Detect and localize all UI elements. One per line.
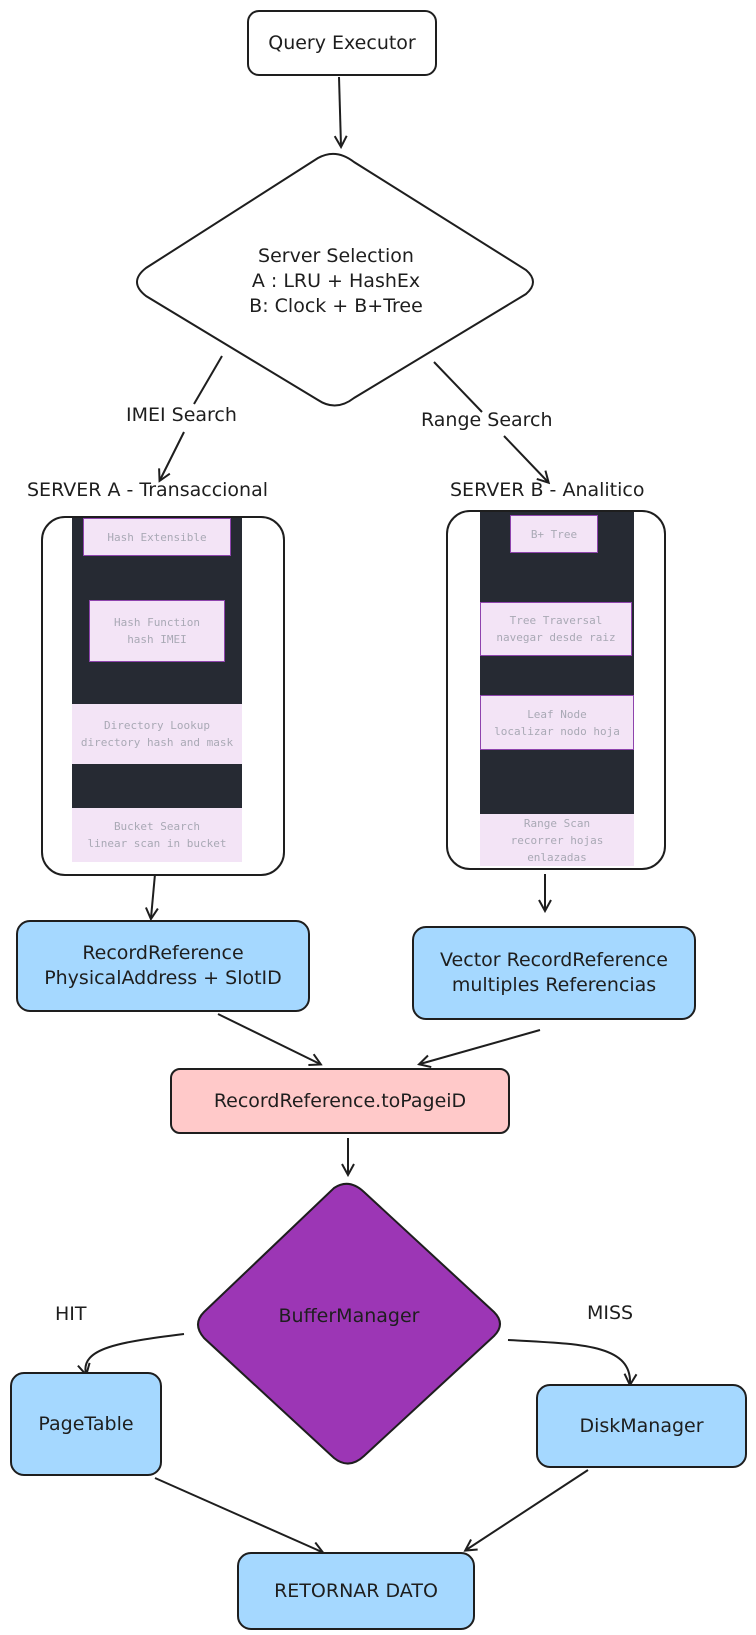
server-a-step-hash-function: Hash Function hash IMEI [89, 600, 225, 662]
server-a-step-hash-extensible: Hash Extensible [83, 518, 231, 556]
arrow-range-search-b [503, 435, 548, 482]
server-a-step-directory-lookup: Directory Lookup directory hash and mask [72, 704, 242, 764]
page-table-node: PageTable [10, 1372, 162, 1476]
arrow-a-to-record [151, 873, 155, 918]
arrow-miss-to-diskmanager [507, 1339, 630, 1384]
query-executor-node: Query Executor [247, 10, 437, 76]
server-selection-label: Server Selection A : LRU + HashEx B: Clo… [249, 245, 423, 317]
server-b-title: SERVER B - Analitico [450, 479, 645, 501]
imei-search-label: IMEI Search [126, 404, 237, 426]
vector-record-reference-node: Vector RecordReference multiples Referen… [412, 926, 696, 1020]
server-a-step-bucket-search: Bucket Search linear scan in bucket [72, 808, 242, 862]
record-reference-node: RecordReference PhysicalAddress + SlotID [16, 920, 310, 1012]
arrow-hit-to-pagetable [85, 1333, 185, 1374]
server-a-title: SERVER A - Transaccional [27, 479, 269, 501]
server-b-step-bplus-tree: B+ Tree [510, 515, 598, 553]
disk-manager-node: DiskManager [536, 1384, 747, 1468]
range-search-label: Range Search [421, 409, 553, 431]
buffer-manager-diamond [197, 1182, 501, 1465]
server-b-flow-panel [480, 512, 634, 866]
buffer-manager-label: BufferManager [278, 1305, 420, 1327]
server-b-step-leaf-node: Leaf Node localizar nodo hoja [480, 695, 634, 750]
arrow-imei-search-b [160, 431, 185, 480]
arrow-executor-to-selection [339, 76, 341, 146]
to-page-id-node: RecordReference.toPageiD [170, 1068, 510, 1134]
arrow-imei-search-a [193, 355, 223, 405]
hit-label: HIT [55, 1303, 87, 1325]
arrow-record-to-pageid [217, 1013, 320, 1064]
server-selection-diamond [136, 152, 534, 407]
retornar-dato-node: RETORNAR DATO [237, 1552, 475, 1630]
arrow-vector-to-pageid [420, 1029, 541, 1064]
server-a-flow-panel [72, 518, 242, 862]
server-b-step-tree-traversal: Tree Traversal navegar desde raiz [480, 602, 632, 656]
arrow-range-search-a [433, 361, 483, 413]
server-b-step-range-scan: Range Scan recorrer hojas enlazadas [480, 814, 634, 866]
arrow-pagetable-to-retornar [154, 1477, 322, 1552]
arrow-diskmanager-to-retornar [466, 1469, 589, 1550]
miss-label: MISS [587, 1302, 634, 1324]
